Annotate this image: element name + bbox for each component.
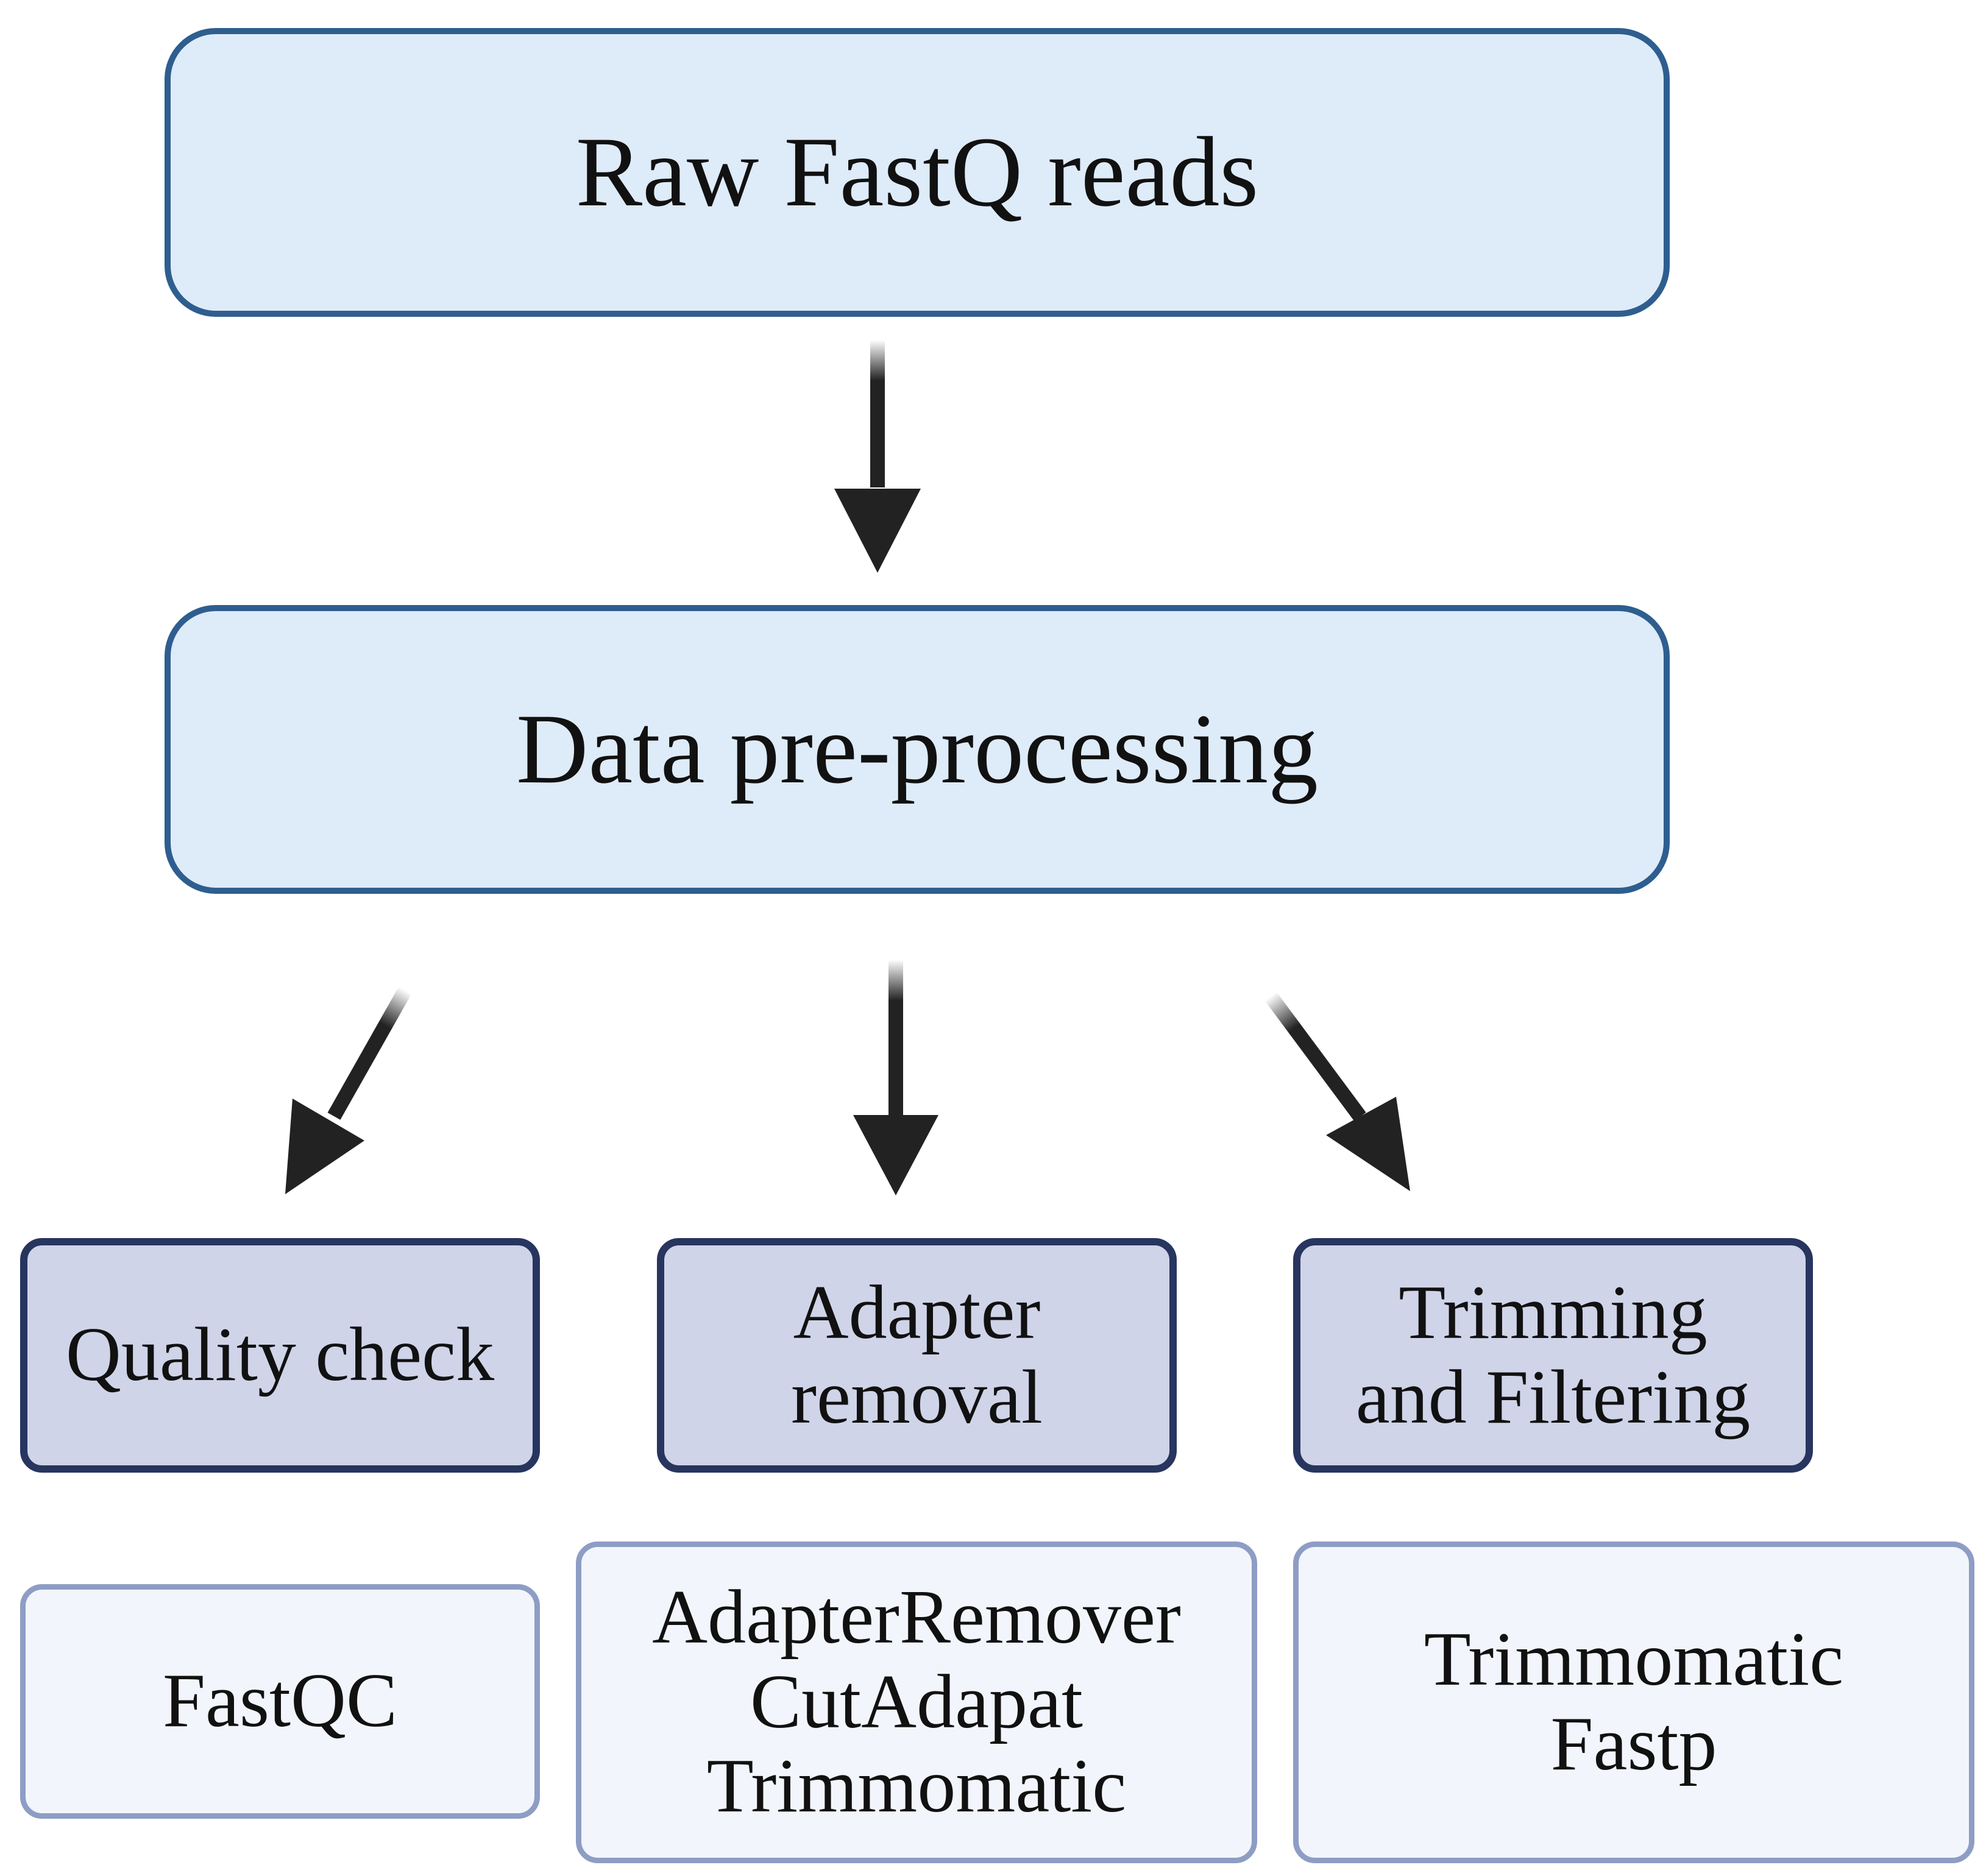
adapter-tool-label-1: AdapterRemover bbox=[652, 1575, 1181, 1660]
raw-fastq-reads-label: Raw FastQ reads bbox=[575, 117, 1259, 227]
fastqc-tool-node: FastQC bbox=[20, 1584, 540, 1819]
trimming-tool-label-1: Trimmomatic bbox=[1424, 1617, 1844, 1702]
trimming-tool-label-2: Fastp bbox=[1550, 1702, 1717, 1786]
adapter-removal-label-line-1: Adapter bbox=[793, 1270, 1041, 1355]
adapter-removal-node: Adapter removal bbox=[657, 1238, 1177, 1473]
data-preprocessing-node: Data pre-processing bbox=[165, 605, 1670, 894]
quality-check-node: Quality check bbox=[20, 1238, 540, 1473]
raw-fastq-reads-node: Raw FastQ reads bbox=[165, 28, 1670, 317]
adapter-tool-label-2: CutAdapat bbox=[750, 1659, 1083, 1744]
trimming-tools-node: Trimmomatic Fastp bbox=[1293, 1542, 1974, 1863]
quality-check-label: Quality check bbox=[65, 1312, 495, 1398]
arrow-to-quality-check bbox=[285, 986, 412, 1194]
arrow-to-adapter-removal bbox=[853, 960, 938, 1195]
adapter-tool-label-3: Trimmomatic bbox=[706, 1744, 1127, 1829]
data-preprocessing-label: Data pre-processing bbox=[516, 694, 1318, 804]
adapter-tools-node: AdapterRemover CutAdapat Trimmomatic bbox=[576, 1542, 1257, 1863]
fastqc-tool-label: FastQC bbox=[162, 1658, 398, 1744]
arrow-raw-to-preprocessing bbox=[834, 340, 921, 573]
adapter-removal-label-line-2: removal bbox=[791, 1354, 1043, 1440]
trimming-filtering-label-line-2: and Filtering bbox=[1355, 1354, 1751, 1440]
trimming-filtering-node: Trimming and Filtering bbox=[1293, 1238, 1813, 1473]
trimming-filtering-label-line-1: Trimming bbox=[1399, 1270, 1708, 1355]
arrow-to-trimming-filtering bbox=[1264, 991, 1410, 1191]
